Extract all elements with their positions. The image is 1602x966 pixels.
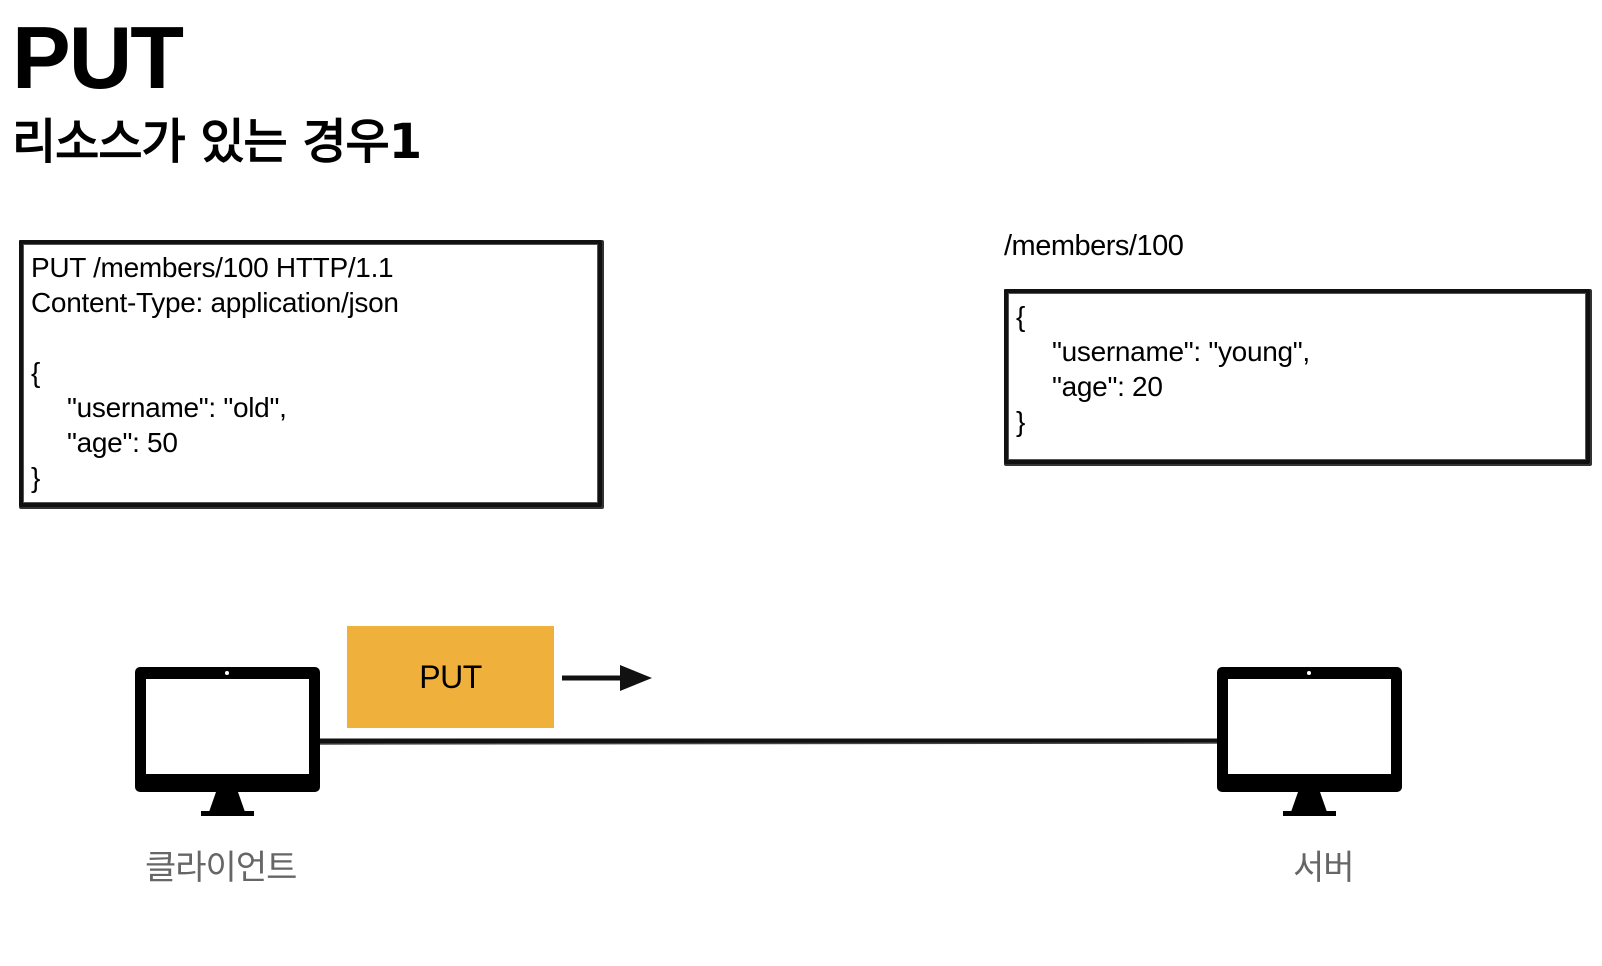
json-close-brace: } bbox=[31, 462, 41, 493]
server-monitor-icon bbox=[1217, 667, 1402, 816]
request-line: PUT /members/100 HTTP/1.1 bbox=[31, 252, 394, 283]
resource-box: { "username": "young", "age": 20 } bbox=[1004, 289, 1590, 464]
page-subtitle: 리소스가 있는 경우1 bbox=[12, 114, 422, 170]
request-message-box: PUT /members/100 HTTP/1.1 Content-Type: … bbox=[19, 240, 602, 507]
json-username: "username": "old", bbox=[67, 392, 287, 423]
client-label: 클라이언트 bbox=[145, 848, 297, 888]
put-method-badge: PUT bbox=[347, 626, 554, 728]
page-title: PUT bbox=[12, 8, 184, 107]
content-type-header: Content-Type: application/json bbox=[31, 287, 399, 318]
json-age: "age": 50 bbox=[67, 427, 178, 458]
resource-open-brace: { bbox=[1016, 301, 1026, 332]
resource-username: "username": "young", bbox=[1052, 336, 1310, 367]
arrow-icon bbox=[562, 665, 652, 691]
json-open-brace: { bbox=[31, 357, 41, 388]
connection-line bbox=[319, 738, 1218, 745]
resource-close-brace: } bbox=[1016, 406, 1026, 437]
client-monitor-icon bbox=[135, 667, 320, 816]
resource-path-label: /members/100 bbox=[1004, 230, 1184, 262]
server-label: 서버 bbox=[1293, 848, 1355, 888]
resource-age: "age": 20 bbox=[1052, 371, 1163, 402]
put-method-label: PUT bbox=[419, 658, 482, 695]
